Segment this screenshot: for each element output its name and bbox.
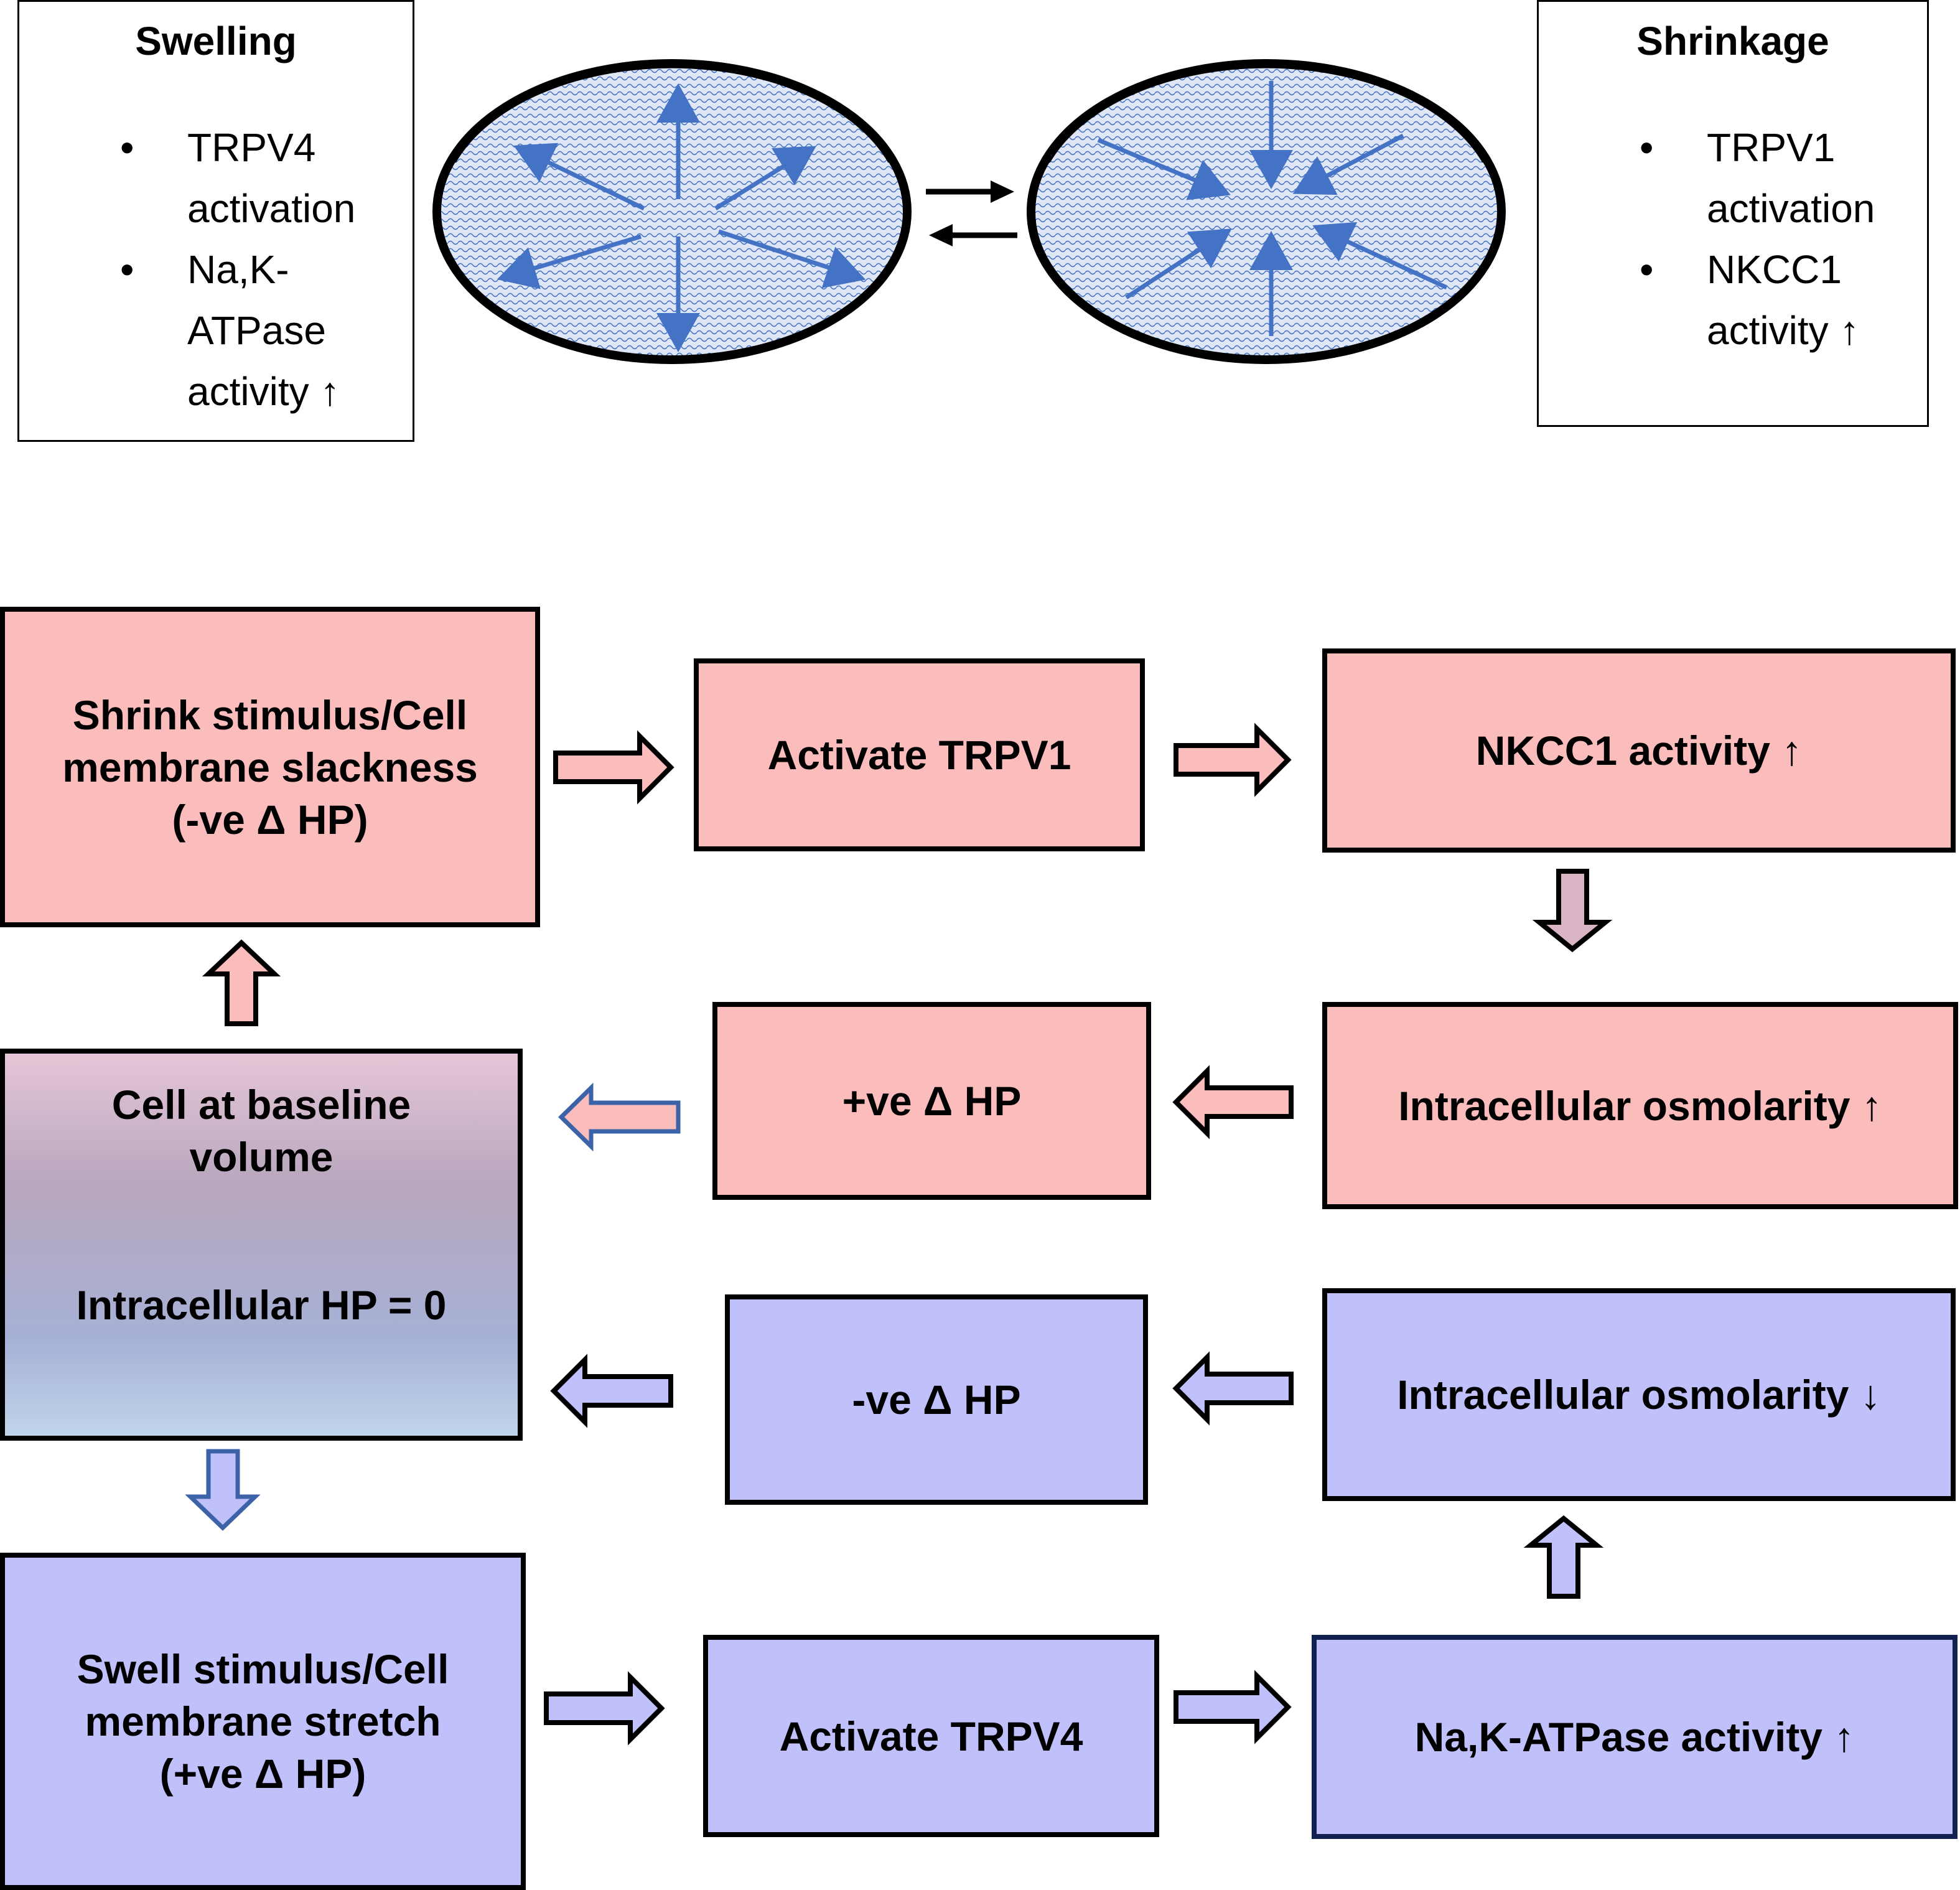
swelling-list: TRPV4 activation Na,K- ATPase activity ↑ (120, 117, 356, 422)
arrow-osmolarity-up-to-pos-hp (1172, 1065, 1294, 1139)
arrow-swell-to-trpv4 (544, 1671, 665, 1746)
shrinkage-list: TRPV1 activation NKCC1 activity ↑ (1640, 117, 1875, 361)
baseline-cell-box: Cell at baseline volume Intracellular HP… (0, 1049, 523, 1441)
shrink-stimulus-box: Shrink stimulus/Cell membrane slackness … (0, 607, 540, 927)
arrow-trpv1-to-nkcc1 (1174, 723, 1292, 797)
arrow-shrink-to-trpv1 (553, 730, 674, 805)
shrinkage-legend: Shrinkage TRPV1 activation NKCC1 activit… (1537, 0, 1929, 427)
osmolarity-down-box: Intracellular osmolarity ↓ (1322, 1288, 1956, 1501)
outward-arrows (497, 83, 866, 352)
activate-trpv1-box: Activate TRPV1 (694, 658, 1145, 851)
swell-stimulus-box: Swell stimulus/Cell membrane stretch (+v… (0, 1553, 526, 1890)
baseline-line1: Cell at baseline (111, 1082, 411, 1128)
arrow-pos-hp-to-baseline (558, 1082, 681, 1152)
arrow-osmolarity-down-to-neg-hp (1172, 1351, 1294, 1426)
arrow-trpv4-to-nak (1174, 1670, 1292, 1744)
nkcc1-activity-box: NKCC1 activity ↑ (1322, 648, 1956, 853)
shrinkage-title: Shrinkage (1636, 19, 1829, 63)
arrow-nkcc1-to-osmolarity-up (1532, 869, 1613, 953)
osmolarity-up-box: Intracellular osmolarity ↑ (1322, 1002, 1958, 1209)
negative-hp-box: -ve Δ HP (725, 1294, 1148, 1505)
equilibrium-arrows (926, 180, 1017, 246)
swelling-item-trpv4: TRPV4 activation (120, 117, 356, 239)
swelling-legend: Swelling TRPV4 activation Na,K- ATPase a… (17, 0, 414, 442)
shrinkage-cell (1027, 59, 1506, 364)
swelling-item-nak: Na,K- ATPase activity ↑ (120, 239, 355, 422)
positive-hp-box: +ve Δ HP (712, 1002, 1151, 1200)
arrow-baseline-to-swell (185, 1449, 261, 1531)
swelling-cell (432, 59, 912, 364)
shrinkage-item-trpv1: TRPV1 activation (1640, 117, 1875, 239)
activate-trpv4-box: Activate TRPV4 (703, 1635, 1159, 1837)
arrow-baseline-to-shrink (202, 939, 281, 1026)
arrow-nak-to-osmolarity-down (1523, 1515, 1604, 1599)
nak-atpase-box: Na,K-ATPase activity ↑ (1312, 1635, 1958, 1839)
shrinkage-item-nkcc1: NKCC1 activity ↑ (1640, 239, 1875, 361)
swelling-title: Swelling (135, 19, 297, 63)
baseline-line2: volume (189, 1134, 334, 1180)
baseline-hp: Intracellular HP = 0 (76, 1282, 447, 1328)
arrow-neg-hp-to-baseline (550, 1354, 673, 1428)
inward-arrows (1097, 81, 1448, 336)
